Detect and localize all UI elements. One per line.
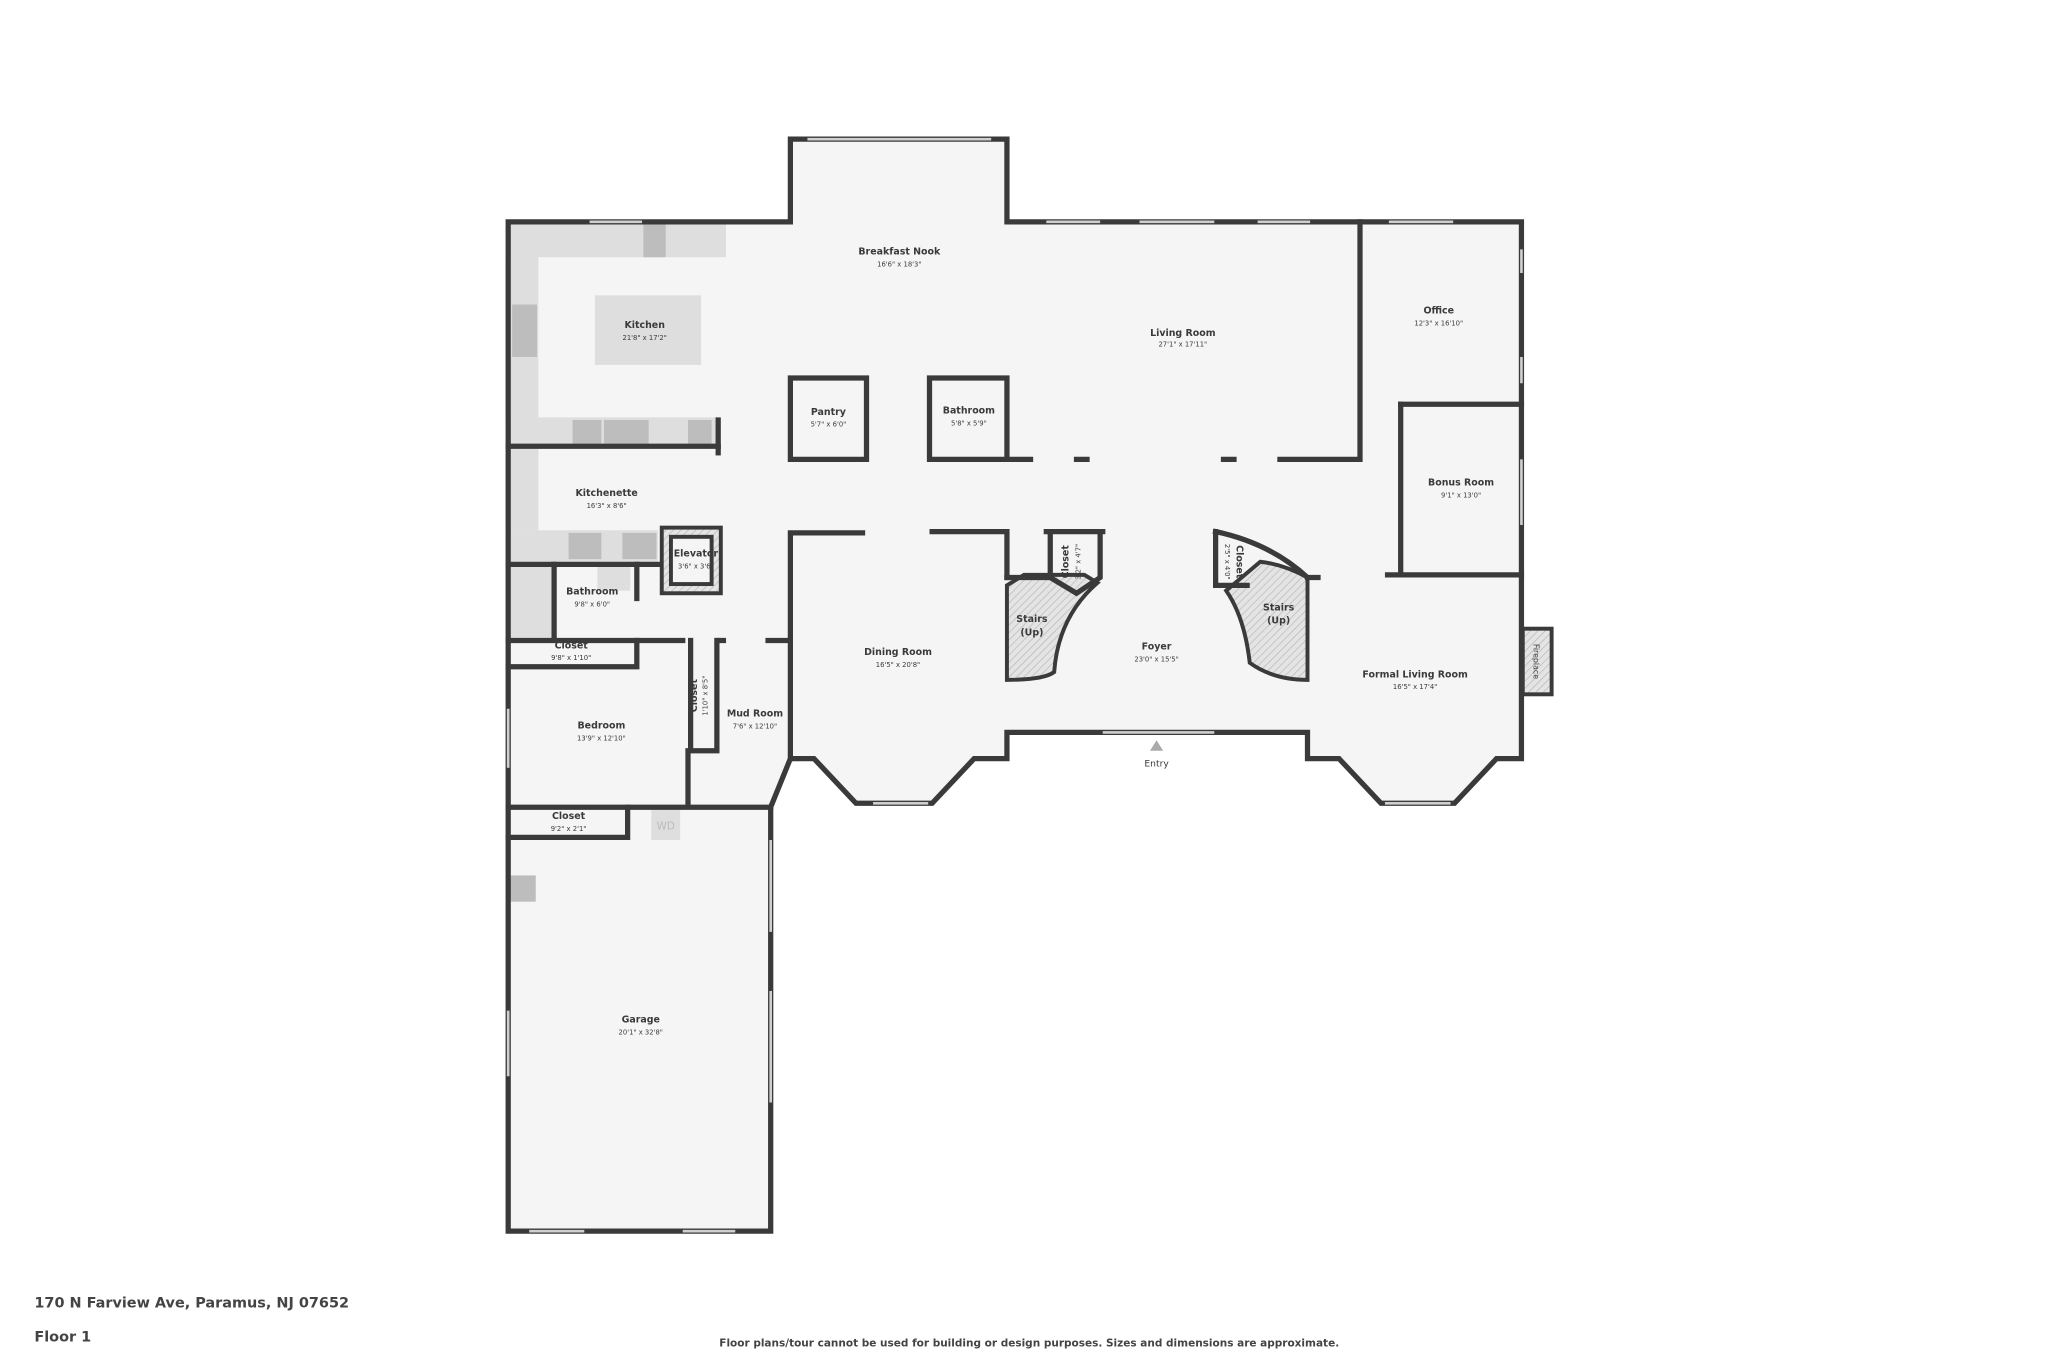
svg-text:Breakfast Nook: Breakfast Nook <box>858 247 941 258</box>
svg-text:Dining Room: Dining Room <box>864 647 932 658</box>
svg-text:Pantry: Pantry <box>811 407 846 418</box>
room-formal-living-room: Formal Living Room 16'5" x 17'4" <box>1362 669 1468 691</box>
room-labels: Breakfast Nook 16'6" x 18'3" Kitchen 21'8"… <box>551 247 1495 1037</box>
fireplace-label: Fireplace <box>1531 644 1540 679</box>
svg-text:Kitchenette: Kitchenette <box>575 488 637 499</box>
room-bonus-room: Bonus Room 9'1" x 13'0" <box>1428 478 1494 500</box>
svg-text:Formal Living Room: Formal Living Room <box>1362 669 1468 680</box>
room-bathroom-1: Bathroom 5'8" x 5'9" <box>943 405 995 427</box>
room-bedroom: Bedroom 13'9" x 12'10" <box>577 720 626 742</box>
svg-text:12'3" x 16'10": 12'3" x 16'10" <box>1414 320 1463 328</box>
svg-text:16'6" x 18'3": 16'6" x 18'3" <box>877 260 921 268</box>
svg-text:Mud Room: Mud Room <box>727 709 783 720</box>
svg-text:13'9" x 12'10": 13'9" x 12'10" <box>577 734 626 742</box>
svg-text:Closet: Closet <box>555 640 589 651</box>
stairs-right <box>1223 559 1310 682</box>
room-kitchen: Kitchen 21'8" x 17'2" <box>622 320 666 342</box>
room-closet-hall: Closet 9'8" x 1'10" <box>551 640 591 662</box>
svg-text:Kitchen: Kitchen <box>624 320 665 331</box>
svg-text:23'0" x 15'5": 23'0" x 15'5" <box>1134 656 1178 664</box>
windows <box>506 137 1523 1233</box>
disclaimer: Floor plans/tour cannot be used for buil… <box>719 1338 1339 1350</box>
svg-text:Office: Office <box>1423 306 1454 317</box>
svg-text:5'8" x 5'9": 5'8" x 5'9" <box>951 419 987 427</box>
svg-text:Bathroom: Bathroom <box>566 587 618 598</box>
interior-walls <box>505 219 1525 840</box>
svg-text:5'7" x 6'0": 5'7" x 6'0" <box>811 421 847 429</box>
svg-text:Foyer: Foyer <box>1142 642 1172 653</box>
room-dining-room: Dining Room 16'5" x 20'8" <box>864 647 932 669</box>
address: 170 N Farview Ave, Paramus, NJ 07652 <box>34 1295 349 1311</box>
room-office: Office 12'3" x 16'10" <box>1414 306 1463 328</box>
room-kitchenette: Kitchenette 16'3" x 8'6" <box>575 488 637 510</box>
svg-text:9'1" x 13'0": 9'1" x 13'0" <box>1441 491 1481 499</box>
stairs-left <box>1004 572 1101 682</box>
floor-area <box>508 139 1522 1232</box>
svg-text:(Up): (Up) <box>1020 627 1043 638</box>
svg-text:Closet: Closet <box>689 679 700 713</box>
svg-text:Elevator: Elevator <box>674 549 719 560</box>
svg-text:9'2" x 2'1": 9'2" x 2'1" <box>551 825 587 833</box>
svg-text:16'5" x 20'8": 16'5" x 20'8" <box>876 661 920 669</box>
room-elevator: Elevator 3'6" x 3'6" <box>674 549 719 571</box>
svg-text:20'1" x 32'8": 20'1" x 32'8" <box>619 1028 663 1036</box>
floor-label: Floor 1 <box>34 1329 91 1345</box>
svg-text:Closet: Closet <box>1061 545 1072 579</box>
room-breakfast-nook: Breakfast Nook 16'6" x 18'3" <box>858 247 941 269</box>
room-pantry: Pantry 5'7" x 6'0" <box>811 407 847 429</box>
svg-text:3'6" x 3'6": 3'6" x 3'6" <box>678 562 714 570</box>
entry-label: Entry <box>1144 759 1169 770</box>
room-closet-bedroom: Closet 9'2" x 2'1" <box>551 811 587 833</box>
svg-text:(Up): (Up) <box>1267 615 1290 626</box>
svg-text:7'6" x 12'10": 7'6" x 12'10" <box>733 722 777 730</box>
svg-text:Closet: Closet <box>1234 545 1245 579</box>
room-foyer: Foyer 23'0" x 15'5" <box>1134 642 1178 664</box>
room-garage: Garage 20'1" x 32'8" <box>619 1014 663 1036</box>
svg-text:16'5" x 17'4": 16'5" x 17'4" <box>1393 683 1437 691</box>
svg-text:1'10" x 8'5": 1'10" x 8'5" <box>702 676 710 716</box>
room-living-room: Living Room 27'1" x 17'11" <box>1150 328 1216 349</box>
svg-text:9'8" x 1'10": 9'8" x 1'10" <box>551 654 591 662</box>
svg-text:16'3" x 8'6": 16'3" x 8'6" <box>587 502 627 510</box>
washer-dryer-label: WD <box>656 821 674 833</box>
svg-text:21'8" x 17'2": 21'8" x 17'2" <box>622 334 666 342</box>
svg-text:Living Room: Living Room <box>1150 328 1216 339</box>
room-stairs-right: Stairs (Up) <box>1263 602 1295 626</box>
svg-text:2'5" x 4'0": 2'5" x 4'0" <box>1223 544 1231 580</box>
svg-text:3'2" x 4'7": 3'2" x 4'7" <box>1074 544 1082 580</box>
svg-text:Bedroom: Bedroom <box>577 720 625 731</box>
room-bathroom-2: Bathroom 9'8" x 6'0" <box>566 587 618 609</box>
svg-text:Bathroom: Bathroom <box>943 405 995 416</box>
entry-arrow-icon <box>1150 740 1164 751</box>
room-mud-room: Mud Room 7'6" x 12'10" <box>727 709 783 731</box>
svg-text:Garage: Garage <box>622 1014 660 1025</box>
fireplace <box>1520 626 1554 697</box>
room-stairs-left: Stairs (Up) <box>1016 614 1048 638</box>
svg-text:Bonus Room: Bonus Room <box>1428 478 1494 489</box>
svg-text:27'1" x 17'11": 27'1" x 17'11" <box>1158 341 1207 349</box>
svg-text:Stairs: Stairs <box>1016 614 1048 625</box>
svg-text:Closet: Closet <box>552 811 586 822</box>
kitchen-fixtures <box>509 224 727 902</box>
exterior-walls <box>505 136 1525 1234</box>
svg-text:9'8" x 6'0": 9'8" x 6'0" <box>574 600 610 608</box>
svg-text:Stairs: Stairs <box>1263 602 1295 613</box>
